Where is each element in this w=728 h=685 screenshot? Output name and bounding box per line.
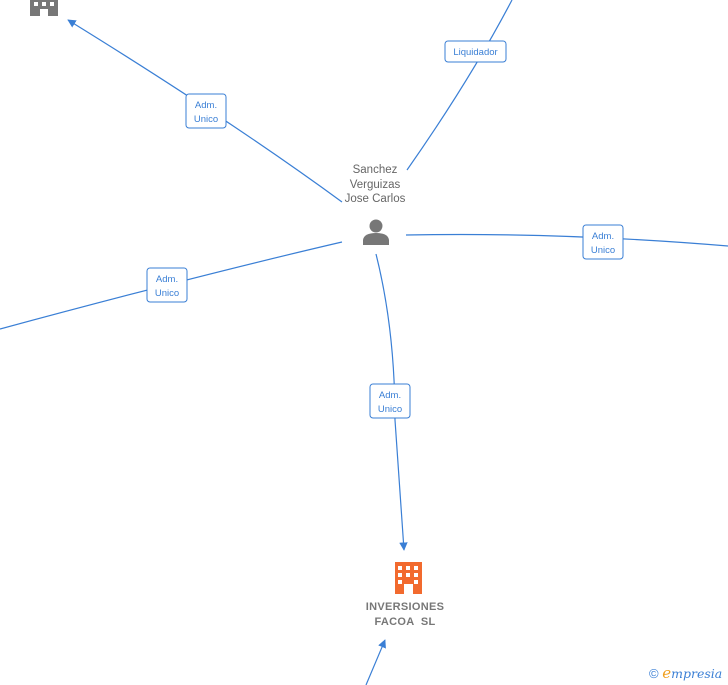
building-icon[interactable] <box>395 562 422 594</box>
role-label-line: Liquidador <box>453 47 497 58</box>
company-name-line: INVERSIONES <box>365 601 445 613</box>
role-label-line: Unico <box>155 288 179 299</box>
brand-initial: e <box>662 664 672 682</box>
role-label-line: Adm. <box>379 390 401 401</box>
edge-incoming-bottom[interactable] <box>365 639 386 685</box>
role-label-line: Unico <box>378 404 402 415</box>
company-name[interactable]: INVERSIONES FACOA SL <box>330 600 480 630</box>
company-name-line: FACOA SL <box>374 616 436 628</box>
person-name-line: Verguizas <box>349 178 401 191</box>
person-name[interactable]: Sanchez Verguizas Jose Carlos <box>320 163 430 207</box>
role-label-left[interactable]: Adm. Unico <box>146 267 188 303</box>
role-label-line: Unico <box>194 114 218 125</box>
person-name-line: Jose Carlos <box>344 193 406 205</box>
role-label-top-right[interactable]: Liquidador <box>444 40 507 63</box>
person-icon[interactable] <box>363 219 389 246</box>
edge-right[interactable] <box>405 233 728 247</box>
role-label-bottom[interactable]: Adm. Unico <box>369 383 411 419</box>
copyright-symbol: © <box>649 666 659 681</box>
brand-rest: mpresia <box>671 666 723 681</box>
brand-logo: empresia <box>662 664 723 682</box>
watermark: © empresia <box>649 664 722 682</box>
building-icon[interactable] <box>30 0 58 16</box>
role-label-line: Adm. <box>592 231 614 242</box>
edge-top-right[interactable] <box>406 0 513 171</box>
role-label-right[interactable]: Adm. Unico <box>582 224 624 260</box>
role-label-line: Adm. <box>156 274 178 285</box>
person-name-line: Sanchez <box>352 164 398 176</box>
role-label-top-left[interactable]: Adm. Unico <box>185 93 227 129</box>
role-label-line: Adm. <box>195 100 217 111</box>
role-label-line: Unico <box>591 245 615 256</box>
